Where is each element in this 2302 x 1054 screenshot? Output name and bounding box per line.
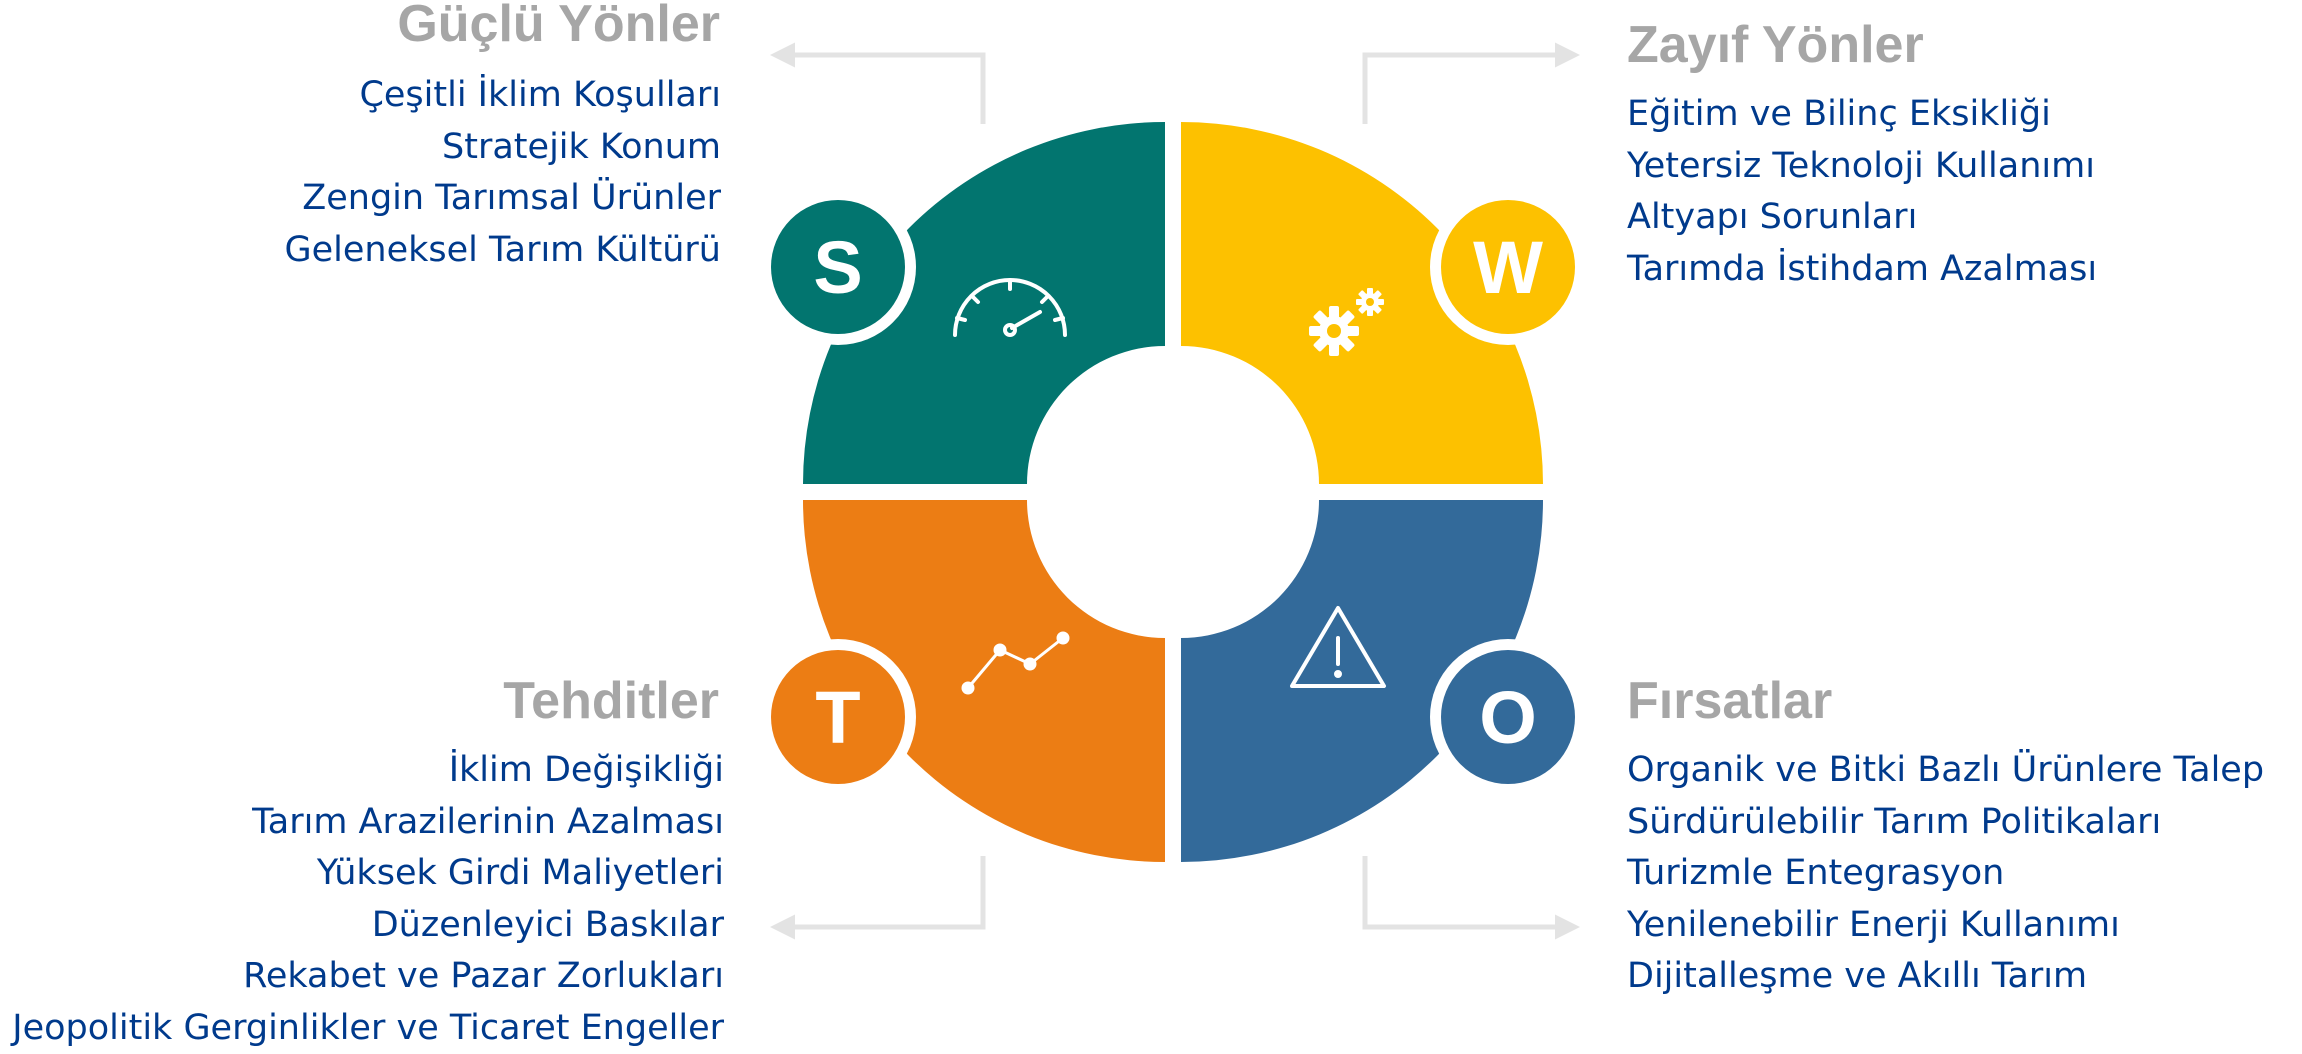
- threats-item: Rekabet ve Pazar Zorlukları: [243, 956, 724, 996]
- weaknesses-list: Eğitim ve Bilinç Eksikliği Yetersiz Tekn…: [1627, 89, 2097, 295]
- weaknesses-connector-arrow: [1362, 42, 1580, 124]
- threats-letter: T: [815, 676, 860, 759]
- threats-title: Tehditler: [503, 672, 719, 730]
- strengths-letter: S: [813, 226, 862, 309]
- weaknesses-item: Tarımda İstihdam Azalması: [1627, 248, 2098, 289]
- opportunities-letter: O: [1479, 676, 1537, 759]
- opportunities-item: Sürdürülebilir Tarım Politikaları: [1627, 801, 2162, 842]
- gears-icon: [1309, 288, 1384, 356]
- threats-item: Jeopolitik Gerginlikler ve Ticaret Engel…: [12, 1007, 724, 1048]
- speedometer-icon: [953, 278, 1067, 337]
- threats-item: İklim Değişikliği: [448, 750, 724, 790]
- threats-list: İklim Değişikliği Tarım Arazilerinin Aza…: [12, 745, 724, 1054]
- weaknesses-item: Altyapı Sorunları: [1627, 197, 1918, 237]
- strengths-item: Zengin Tarımsal Ürünler: [302, 178, 721, 218]
- weaknesses-letter: W: [1473, 226, 1543, 309]
- strengths-item: Stratejik Konum: [442, 126, 721, 167]
- strengths-item: Geleneksel Tarım Kültürü: [284, 229, 721, 270]
- threats-connector-arrow: [770, 856, 986, 940]
- weaknesses-item: Yetersiz Teknoloji Kullanımı: [1627, 145, 2095, 186]
- opportunities-item: Yenilenebilir Enerji Kullanımı: [1627, 904, 2120, 945]
- opportunities-item: Turizmle Entegrasyon: [1627, 853, 2005, 893]
- strengths-connector-arrow: [770, 42, 986, 124]
- opportunities-quadrant: [1181, 500, 1543, 862]
- strengths-badge: S: [760, 189, 916, 345]
- threats-quadrant: [803, 500, 1165, 862]
- threats-badge: T: [760, 639, 916, 795]
- opportunities-item: Organik ve Bitki Bazlı Ürünlere Talep: [1627, 750, 2265, 790]
- strengths-item: Çeşitli İklim Koşulları: [359, 75, 721, 115]
- opportunities-badge: O: [1430, 639, 1586, 795]
- threats-item: Yüksek Girdi Maliyetleri: [316, 853, 724, 893]
- threats-item: Tarım Arazilerinin Azalması: [252, 801, 724, 842]
- opportunities-connector-arrow: [1362, 856, 1580, 940]
- threats-item: Düzenleyici Baskılar: [371, 904, 724, 945]
- strengths-list: Çeşitli İklim Koşulları Stratejik Konum …: [285, 70, 721, 276]
- strengths-quadrant: [803, 122, 1165, 484]
- weaknesses-title: Zayıf Yönler: [1627, 16, 1924, 74]
- opportunities-item: Dijitalleşme ve Akıllı Tarım: [1627, 956, 2088, 996]
- weaknesses-item: Eğitim ve Bilinç Eksikliği: [1627, 94, 2051, 134]
- weaknesses-badge: W: [1430, 189, 1586, 345]
- opportunities-title: Fırsatlar: [1627, 672, 1833, 730]
- line-chart-icon: [961, 631, 1070, 695]
- opportunities-list: Organik ve Bitki Bazlı Ürünlere Talep Sü…: [1627, 745, 2264, 1003]
- warning-triangle-icon: [1290, 606, 1386, 688]
- strengths-title: Güçlü Yönler: [397, 0, 720, 53]
